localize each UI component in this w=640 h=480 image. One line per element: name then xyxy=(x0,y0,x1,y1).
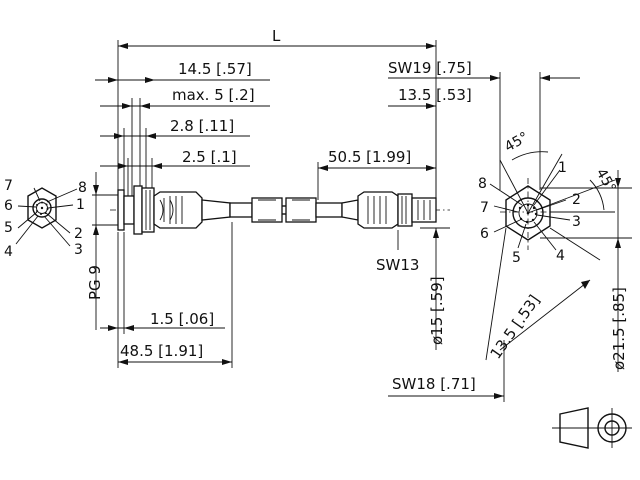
dim-flange-b: 2.5 [.1] xyxy=(100,148,250,200)
left-pin-1: 1 xyxy=(76,197,85,213)
right-pin-1: 1 xyxy=(558,160,567,176)
label-sw19: SW19 [.75] xyxy=(388,59,472,77)
label-sw18: SW18 [.71] xyxy=(392,375,476,393)
label-max-thread: max. 5 [.2] xyxy=(172,86,255,104)
label-cable-end: 50.5 [1.99] xyxy=(328,148,411,166)
dim-nut-gap: 1.5 [.06] xyxy=(100,232,225,368)
label-flange-a: 2.8 [.11] xyxy=(170,117,234,135)
label-dia15: ø15 [.59] xyxy=(428,276,446,345)
label-nut-gap: 1.5 [.06] xyxy=(150,310,214,328)
right-pin-2: 2 xyxy=(572,192,581,208)
label-receptacle-length: 48.5 [1.91] xyxy=(120,342,203,360)
dim-dia21: ø21.5 [.85] xyxy=(540,170,632,372)
dim-max-thread: max. 5 [.2] xyxy=(100,86,270,200)
dim-socket-length: 13.5 [.53] xyxy=(388,86,472,200)
label-panel-length: 14.5 [.57] xyxy=(178,60,252,78)
receptacle-side-view xyxy=(110,185,450,235)
dim-receptacle-length: 48.5 [1.91] xyxy=(118,222,233,368)
dim-panel-length: 14.5 [.57] xyxy=(95,60,270,83)
left-end-view: 7 8 6 1 5 2 4 3 xyxy=(4,178,87,260)
label-angle-a: 45° xyxy=(502,129,532,155)
left-pin-2: 2 xyxy=(74,226,83,242)
projection-symbol-icon xyxy=(552,407,632,449)
dim-dia15: ø15 [.59] xyxy=(420,227,450,350)
left-pin-7: 7 xyxy=(4,178,13,194)
right-pin-7: 7 xyxy=(480,200,489,216)
right-pin-8: 8 xyxy=(478,176,487,192)
label-overall-length: L xyxy=(272,27,281,45)
right-pin-6: 6 xyxy=(480,226,489,242)
left-pin-6: 6 xyxy=(4,198,13,214)
left-pin-4: 4 xyxy=(4,244,13,260)
dim-sw19: SW19 [.75] xyxy=(388,59,580,190)
label-dia21: ø21.5 [.85] xyxy=(610,287,628,370)
dim-sw18: SW18 [.71] xyxy=(388,340,505,402)
label-flange-b: 2.5 [.1] xyxy=(182,148,237,166)
label-socket-length: 13.5 [.53] xyxy=(398,86,472,104)
right-pin-5: 5 xyxy=(512,250,521,266)
right-pin-3: 3 xyxy=(572,214,581,230)
right-end-view: 1 8 2 7 3 6 5 4 45° 45° xyxy=(478,129,619,266)
left-pin-8: 8 xyxy=(78,180,87,196)
label-thread: PG 9 xyxy=(86,265,104,300)
sw13-callout: SW13 xyxy=(376,230,419,274)
label-angle-b: 45° xyxy=(593,166,619,196)
left-pin-3: 3 xyxy=(74,242,83,258)
dim-diagonal: 13.5 [.53] xyxy=(485,227,601,362)
left-pin-5: 5 xyxy=(4,220,13,236)
dim-thread: PG 9 xyxy=(86,172,118,330)
right-pin-4: 4 xyxy=(556,248,565,264)
label-sw13: SW13 xyxy=(376,256,419,274)
dim-overall-length: L xyxy=(117,27,437,200)
dim-cable-end: 50.5 [1.99] xyxy=(317,148,436,200)
